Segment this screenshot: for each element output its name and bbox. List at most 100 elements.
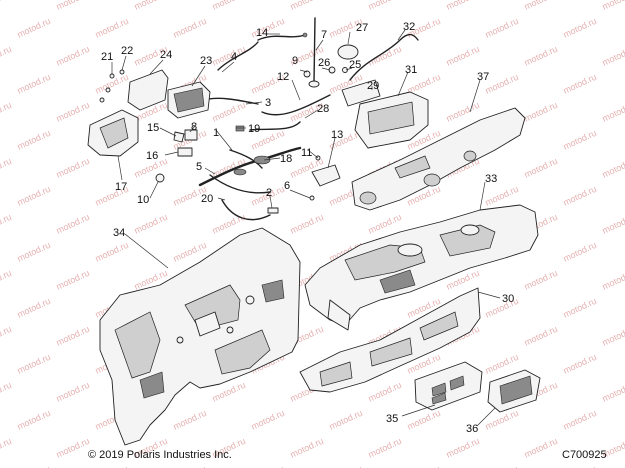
watermark-text: motod.ru	[55, 324, 91, 348]
part-21-screws	[99, 73, 115, 103]
watermark-text: motod.ru	[484, 184, 520, 208]
watermark-text: motod.ru	[94, 240, 130, 264]
callout-25: 25	[349, 59, 361, 71]
watermark-text: motod.ru	[16, 296, 52, 320]
document-number: C700925	[562, 449, 607, 461]
watermark-text: motod.ru	[55, 44, 91, 68]
part-22-nut	[119, 69, 125, 75]
callout-33: 33	[485, 173, 497, 185]
part-37-dash-cap	[351, 107, 526, 211]
callout-11: 11	[301, 147, 312, 159]
watermark-text: motod.ru	[484, 352, 520, 376]
watermark-text: motod.ru	[0, 268, 13, 292]
watermark-text: motod.ru	[289, 436, 325, 460]
watermark-text: motod.ru	[601, 212, 625, 236]
watermark-text: motod.ru	[601, 0, 625, 12]
watermark-text: motod.ru	[55, 212, 91, 236]
callout-22: 22	[121, 45, 133, 57]
watermark-text: motod.ru	[523, 156, 559, 180]
part-16-bracket	[177, 147, 193, 157]
callout-12: 12	[277, 71, 289, 83]
part-25-clip	[342, 67, 348, 73]
watermark-text: motod.ru	[523, 268, 559, 292]
watermark-text: motod.ru	[0, 0, 13, 12]
watermark-text: motod.ru	[367, 0, 403, 12]
watermark-text: motod.ru	[16, 72, 52, 96]
watermark-text: motod.ru	[16, 352, 52, 376]
watermark-text: motod.ru	[406, 408, 442, 432]
watermark-text: motod.ru	[16, 464, 52, 468]
watermark-text: motod.ru	[55, 268, 91, 292]
part-2-connector	[267, 207, 279, 214]
part-5-branch	[209, 174, 271, 194]
part-8-switch	[184, 129, 198, 141]
callout-27: 27	[356, 22, 368, 34]
callout-37: 37	[477, 71, 489, 83]
part-15-clip	[173, 131, 185, 143]
callout-34: 34	[113, 227, 125, 239]
part-35-vent-panel	[414, 361, 483, 411]
watermark-text: motod.ru	[523, 0, 559, 12]
part-29-module	[341, 79, 381, 107]
part-13-bracket	[311, 164, 341, 187]
callout-35: 35	[386, 413, 398, 425]
callout-19: 19	[248, 123, 260, 135]
watermark-text: motod.ru	[250, 464, 286, 468]
watermark-text: motod.ru	[523, 100, 559, 124]
part-33-dash-tub	[304, 204, 539, 331]
part-6-fastener	[309, 195, 315, 201]
part-4-cable	[217, 41, 259, 71]
watermark-text: motod.ru	[562, 352, 598, 376]
callout-10: 10	[137, 194, 149, 206]
watermark-text: motod.ru	[562, 72, 598, 96]
watermark-text: motod.ru	[601, 156, 625, 180]
part-1-branch	[229, 149, 263, 169]
watermark-text: motod.ru	[94, 464, 130, 468]
watermark-text: motod.ru	[601, 324, 625, 348]
callout-3: 3	[265, 97, 271, 109]
callout-8: 8	[191, 121, 197, 133]
part-9-fitting	[303, 70, 311, 78]
watermark-text: motod.ru	[16, 16, 52, 40]
callout-15: 15	[147, 122, 159, 134]
watermark-text: motod.ru	[16, 184, 52, 208]
watermark-text: motod.ru	[523, 324, 559, 348]
callout-32: 32	[403, 21, 415, 33]
callout-28: 28	[317, 103, 329, 115]
watermark-text: motod.ru	[328, 408, 364, 432]
watermark-text: motod.ru	[133, 0, 169, 12]
watermark-text: motod.ru	[601, 100, 625, 124]
callout-16: 16	[146, 150, 158, 162]
leader-lines	[111, 29, 501, 427]
watermark-text: motod.ru	[55, 380, 91, 404]
watermark-text: motod.ru	[94, 16, 130, 40]
callout-31: 31	[405, 64, 417, 76]
watermark-text: motod.ru	[0, 44, 13, 68]
watermark-text: motod.ru	[211, 44, 247, 68]
watermark-text: motod.ru	[445, 436, 481, 460]
watermark-text: motod.ru	[523, 436, 559, 460]
part-10-cap	[155, 173, 165, 183]
watermark-text: motod.ru	[172, 16, 208, 40]
watermark-text: motod.ru	[55, 436, 91, 460]
watermark-text: motod.ru	[601, 380, 625, 404]
callout-24: 24	[160, 49, 172, 61]
callout-18: 18	[280, 153, 292, 165]
part-34-dash-panel	[99, 227, 301, 446]
watermark-text: motod.ru	[0, 436, 13, 460]
watermark-text: motod.ru	[289, 0, 325, 12]
part-23-display	[167, 81, 211, 119]
watermark-text: motod.ru	[562, 184, 598, 208]
part-30-lower-trim	[299, 287, 481, 393]
callout-5: 5	[196, 161, 202, 173]
copyright-notice: © 2019 Polaris Industries Inc.	[88, 449, 232, 461]
watermark-text: motod.ru	[172, 464, 208, 468]
part-12-harness	[261, 94, 331, 116]
part-14-harness	[257, 34, 306, 41]
watermark-text: motod.ru	[601, 268, 625, 292]
callout-20: 20	[201, 193, 213, 205]
watermark-text: motod.ru	[562, 128, 598, 152]
watermark-text: motod.ru	[562, 408, 598, 432]
